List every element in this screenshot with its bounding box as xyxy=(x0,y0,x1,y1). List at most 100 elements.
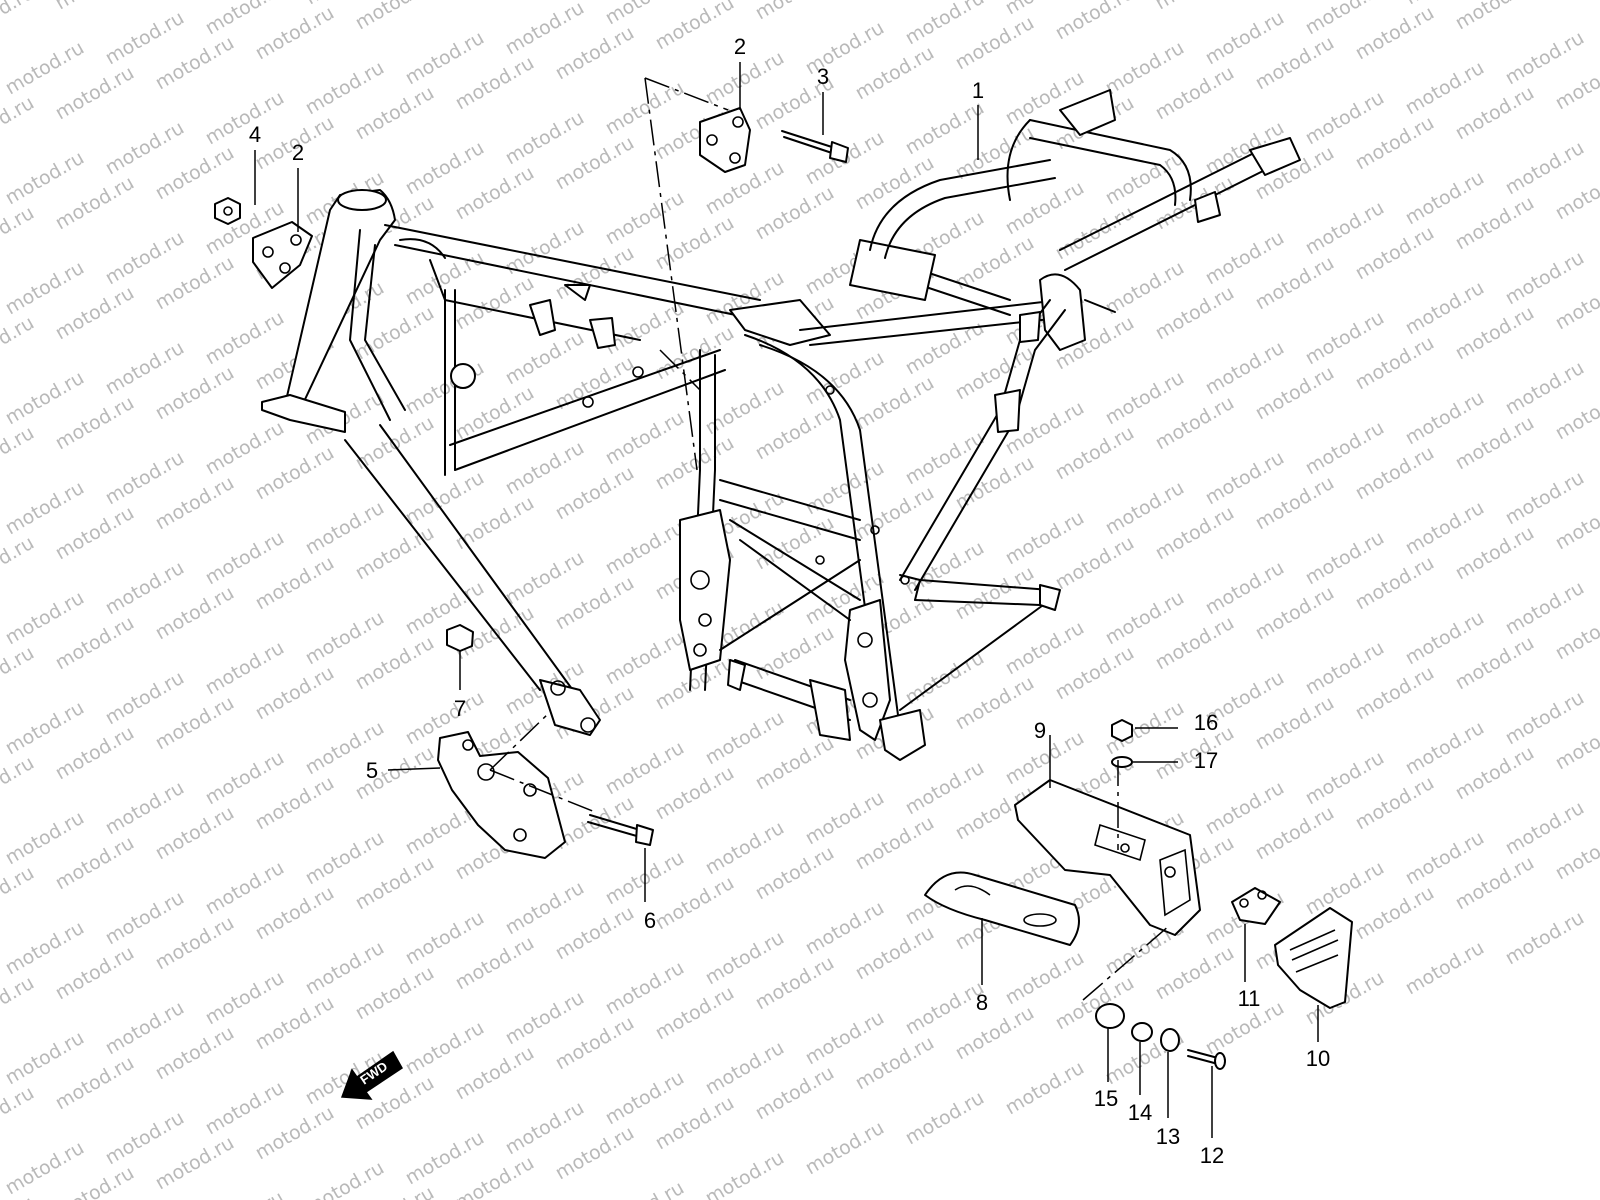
watermark-text: motod.ru xyxy=(1002,507,1088,570)
watermark-text: motod.ru xyxy=(452,0,538,4)
watermark-text: motod.ru xyxy=(0,312,38,375)
watermark-text: motod.ru xyxy=(602,407,688,470)
watermark-text: motod.ru xyxy=(502,547,588,610)
watermark-text: motod.ru xyxy=(502,437,588,500)
watermark-text: motod.ru xyxy=(1202,557,1288,620)
watermark-text: motod.ru xyxy=(202,527,288,590)
watermark-text: motod.ru xyxy=(502,1097,588,1160)
watermark-text: motod.ru xyxy=(1402,497,1488,560)
watermark-text: motod.ru xyxy=(852,482,938,545)
watermark-text: motod.ru xyxy=(152,32,238,95)
watermark-text: motod.ru xyxy=(1302,857,1388,920)
watermark-text: motod.ru xyxy=(52,0,138,14)
watermark-text: motod.ru xyxy=(0,1082,38,1145)
watermark-text: motod.ru xyxy=(252,2,338,65)
nut-front xyxy=(214,197,241,225)
watermark-text: motod.ru xyxy=(1502,27,1588,90)
watermark-text: motod.ru xyxy=(352,852,438,915)
watermark-text: motod.ru xyxy=(652,762,738,825)
watermark-text: motod.ru xyxy=(1402,387,1488,450)
watermark-text: motod.ru xyxy=(402,27,488,90)
watermark-text: motod.ru xyxy=(1502,247,1588,310)
watermark-text: motod.ru xyxy=(802,1117,888,1180)
watermark-text: motod.ru xyxy=(1502,137,1588,200)
watermark-text: motod.ru xyxy=(2,257,88,320)
watermark-text: motod.ru xyxy=(902,427,988,490)
watermark-text: motod.ru xyxy=(302,1157,388,1200)
watermark-text: motod.ru xyxy=(552,22,638,85)
callout-14: 14 xyxy=(1128,1100,1152,1125)
watermark-text: motod.ru xyxy=(1402,607,1488,670)
washer-13 xyxy=(1160,1028,1180,1052)
watermark-text: motod.ru xyxy=(0,752,38,815)
watermark-text: motod.ru xyxy=(1202,777,1288,840)
callout-4: 4 xyxy=(249,122,261,147)
watermark-text: motod.ru xyxy=(1502,687,1588,750)
callout-13: 13 xyxy=(1156,1124,1180,1149)
watermark-text: motod.ru xyxy=(52,612,138,675)
watermark-text: motod.ru xyxy=(1502,467,1588,530)
rear-tab-top xyxy=(1059,89,1116,136)
watermark-text: motod.ru xyxy=(1452,742,1538,805)
watermark-text: motod.ru xyxy=(152,692,238,755)
watermark-text: motod.ru xyxy=(1402,827,1488,890)
watermark-text: motod.ru xyxy=(1302,197,1388,260)
nut-lower xyxy=(446,624,474,652)
watermark-text: motod.ru xyxy=(202,747,288,810)
watermark-text: motod.ru xyxy=(102,117,188,180)
watermark-text: motod.ru xyxy=(952,562,1038,625)
watermark-text: motod.ru xyxy=(1152,502,1238,565)
watermark-text: motod.ru xyxy=(102,1107,188,1170)
watermark-text: motod.ru xyxy=(1102,367,1188,430)
battery-cover xyxy=(1274,907,1353,1009)
watermark-text: motod.ru xyxy=(802,1007,888,1070)
watermark-text: motod.ru xyxy=(902,757,988,820)
watermark-text: motod.ru xyxy=(1402,277,1488,340)
watermark-text: motod.ru xyxy=(152,362,238,425)
callout-2-front: 2 xyxy=(292,140,304,165)
watermark-text: motod.ru xyxy=(852,1032,938,1095)
callout-15: 15 xyxy=(1094,1086,1118,1111)
watermark-text: motod.ru xyxy=(202,857,288,920)
watermark-text: motod.ru xyxy=(2,367,88,430)
cover-bracket xyxy=(1231,887,1281,925)
callout-10: 10 xyxy=(1306,1046,1330,1071)
watermark-text: motod.ru xyxy=(202,307,288,370)
watermark-text: motod.ru xyxy=(1352,772,1438,835)
watermark-text: motod.ru xyxy=(402,1127,488,1190)
watermark-text: motod.ru xyxy=(0,972,38,1035)
watermark-text: motod.ru xyxy=(102,887,188,950)
callout-2-upper: 2 xyxy=(734,34,746,59)
watermark-text: motod.ru xyxy=(1452,82,1538,145)
watermark-text: motod.ru xyxy=(502,987,588,1050)
watermark-text: motod.ru xyxy=(1102,587,1188,650)
bolt-lower xyxy=(587,814,641,838)
watermark-text: motod.ru xyxy=(1252,802,1338,865)
watermark-text: motod.ru xyxy=(952,1002,1038,1065)
mount-bracket-lower xyxy=(437,731,566,859)
watermark-text: motod.ru xyxy=(152,142,238,205)
watermark-text: motod.ru xyxy=(102,777,188,840)
bolt-upper xyxy=(781,130,836,155)
watermark-text: motod.ru xyxy=(952,672,1038,735)
watermark-text: motod.ru xyxy=(52,942,138,1005)
watermark-text: motod.ru xyxy=(0,0,38,44)
watermark-text: motod.ru xyxy=(0,642,38,705)
watermark-text: motod.ru xyxy=(252,772,338,835)
watermark-text: motod.ru xyxy=(752,622,838,685)
watermark-text: motod.ru xyxy=(152,802,238,865)
watermark-text: motod.ru xyxy=(202,637,288,700)
watermark-text: motod.ru xyxy=(0,92,38,155)
watermark-text: motod.ru xyxy=(352,962,438,1025)
watermark-text: motod.ru xyxy=(302,827,388,890)
watermark-text: motod.ru xyxy=(1102,37,1188,100)
center-plate xyxy=(729,299,831,346)
watermark-text: motod.ru xyxy=(602,1177,688,1200)
watermark-text: motod.ru xyxy=(302,937,388,1000)
watermark-text: motod.ru xyxy=(452,492,538,555)
watermark-text: motod.ru xyxy=(52,392,138,455)
watermark-text: motod.ru xyxy=(402,467,488,530)
watermark-text: motod.ru xyxy=(452,932,538,995)
watermark-text: motod.ru xyxy=(52,502,138,565)
watermark-text: motod.ru xyxy=(602,187,688,250)
